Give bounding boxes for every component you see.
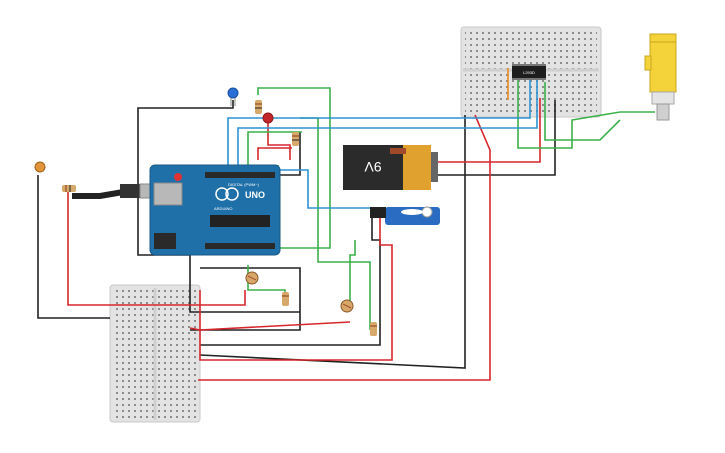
led-orange[interactable] bbox=[34, 161, 46, 173]
resistor[interactable] bbox=[62, 185, 76, 192]
driver-ic-label: L293D bbox=[523, 70, 535, 75]
wire-blue bbox=[237, 80, 538, 168]
wire-black bbox=[37, 175, 110, 319]
wire-black bbox=[190, 267, 301, 331]
wire-black bbox=[137, 100, 300, 313]
led-red[interactable] bbox=[262, 112, 274, 124]
photoresistor[interactable] bbox=[340, 299, 354, 313]
photoresistor[interactable] bbox=[245, 271, 259, 285]
resistor[interactable] bbox=[292, 132, 299, 146]
usb-cable bbox=[72, 183, 161, 199]
motor-driver-ic[interactable] bbox=[512, 64, 546, 80]
led-blue[interactable] bbox=[227, 87, 239, 106]
wire-red bbox=[433, 98, 541, 163]
arduino-brand-label: UNO bbox=[245, 190, 265, 200]
wire-black bbox=[435, 100, 556, 176]
wire-red bbox=[198, 114, 491, 381]
wire-red bbox=[267, 120, 291, 160]
wire-green bbox=[544, 82, 621, 141]
battery-label: 9V bbox=[364, 159, 382, 175]
dc-gear-motor[interactable] bbox=[644, 33, 677, 121]
wire-red bbox=[189, 321, 351, 331]
resistor[interactable] bbox=[370, 322, 377, 336]
resistor[interactable] bbox=[282, 292, 289, 306]
wire-green bbox=[247, 131, 302, 173]
wire-blue bbox=[227, 80, 531, 168]
arduino-logo-text: ARDUINO bbox=[214, 206, 232, 211]
servo-motor[interactable] bbox=[370, 206, 440, 225]
wire-green bbox=[517, 80, 655, 149]
wire-red bbox=[257, 147, 292, 160]
arduino-uno-board[interactable] bbox=[149, 164, 281, 256]
resistor[interactable] bbox=[255, 100, 262, 114]
wire-red bbox=[199, 215, 393, 361]
wire-green bbox=[349, 240, 356, 305]
wire-red bbox=[67, 188, 246, 306]
breadboard-left[interactable] bbox=[109, 284, 201, 423]
arduino-digital-label: DIGITAL (PWM~) bbox=[228, 182, 260, 187]
battery-9v[interactable] bbox=[343, 145, 438, 190]
